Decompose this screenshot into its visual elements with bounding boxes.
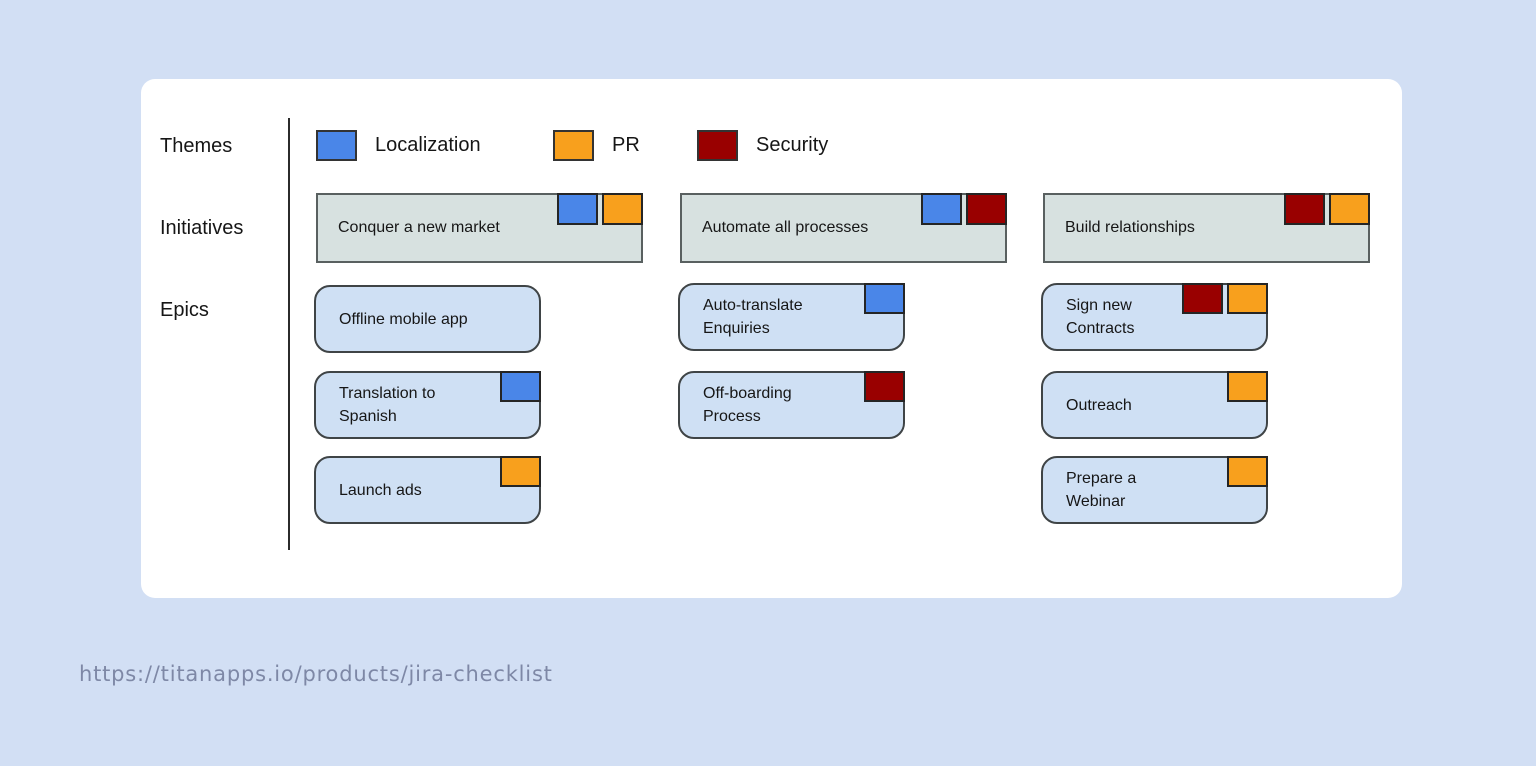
row-label-themes: Themes <box>160 135 233 157</box>
initiative-tagrow <box>921 193 1007 225</box>
legend-item-security: Security <box>697 130 828 161</box>
theme-tag-pr-icon <box>1227 371 1268 402</box>
theme-tag-security-icon <box>1182 283 1223 314</box>
initiative-tagrow <box>557 193 643 225</box>
rows-divider <box>288 118 290 550</box>
theme-tag-pr-icon <box>602 193 643 225</box>
theme-tag-security-icon <box>966 193 1007 225</box>
initiative-title: Automate all processes <box>702 219 869 236</box>
epic-tagrow <box>1227 371 1268 402</box>
epic-title: Auto-translate Enquiries <box>703 297 803 337</box>
initiative-title: Build relationships <box>1065 219 1195 236</box>
epic-title: Translation to Spanish <box>339 385 436 425</box>
epic-title: Launch ads <box>339 481 422 499</box>
theme-tag-pr-icon <box>1227 283 1268 314</box>
initiative-conquer-new-market: Conquer a new market <box>316 193 643 263</box>
initiative-title: Conquer a new market <box>338 219 500 236</box>
epic-tagrow <box>864 283 905 314</box>
epic-title: Outreach <box>1066 396 1132 414</box>
epic-title: Offline mobile app <box>339 310 468 328</box>
legend-swatch-security-icon <box>697 130 738 161</box>
epic-tagrow <box>864 371 905 402</box>
source-url: https://titanapps.io/products/jira-check… <box>79 662 553 686</box>
initiative-automate-processes: Automate all processes <box>680 193 1007 263</box>
theme-tag-localization-icon <box>921 193 962 225</box>
legend-swatch-pr-icon <box>553 130 594 161</box>
epic-tagrow <box>1182 283 1268 314</box>
theme-tag-localization-icon <box>557 193 598 225</box>
legend-label-security: Security <box>756 134 829 156</box>
epic-launch-ads: Launch ads <box>314 456 541 524</box>
roadmap-card: Themes Initiatives Epics Localization PR… <box>141 79 1402 598</box>
legend-label-localization: Localization <box>375 134 481 156</box>
epic-outreach: Outreach <box>1041 371 1268 439</box>
initiative-tagrow <box>1284 193 1370 225</box>
epic-sign-new-contracts: Sign new Contracts <box>1041 283 1268 351</box>
epic-title: Off-boarding Process <box>703 385 792 425</box>
epic-offline-mobile-app: Offline mobile app <box>314 285 541 353</box>
row-label-initiatives: Initiatives <box>160 217 244 239</box>
epic-off-boarding-process: Off-boarding Process <box>678 371 905 439</box>
theme-tag-localization-icon <box>500 371 541 402</box>
epic-tagrow <box>500 371 541 402</box>
legend-label-pr: PR <box>612 134 640 156</box>
epic-title: Prepare a Webinar <box>1066 470 1137 510</box>
theme-tag-pr-icon <box>1329 193 1370 225</box>
initiative-build-relationships: Build relationships <box>1043 193 1370 263</box>
legend-swatch-localization-icon <box>316 130 357 161</box>
epic-prepare-a-webinar: Prepare a Webinar <box>1041 456 1268 524</box>
theme-tag-pr-icon <box>1227 456 1268 487</box>
theme-tag-security-icon <box>1284 193 1325 225</box>
legend-item-pr: PR <box>553 130 640 161</box>
theme-tag-pr-icon <box>500 456 541 487</box>
theme-tag-security-icon <box>864 371 905 402</box>
theme-tag-localization-icon <box>864 283 905 314</box>
row-label-epics: Epics <box>160 299 209 321</box>
legend-item-localization: Localization <box>316 130 481 161</box>
epic-translation-to-spanish: Translation to Spanish <box>314 371 541 439</box>
epic-auto-translate-enquiries: Auto-translate Enquiries <box>678 283 905 351</box>
epic-tagrow <box>500 456 541 487</box>
epic-tagrow <box>1227 456 1268 487</box>
epic-title: Sign new Contracts <box>1066 297 1135 337</box>
